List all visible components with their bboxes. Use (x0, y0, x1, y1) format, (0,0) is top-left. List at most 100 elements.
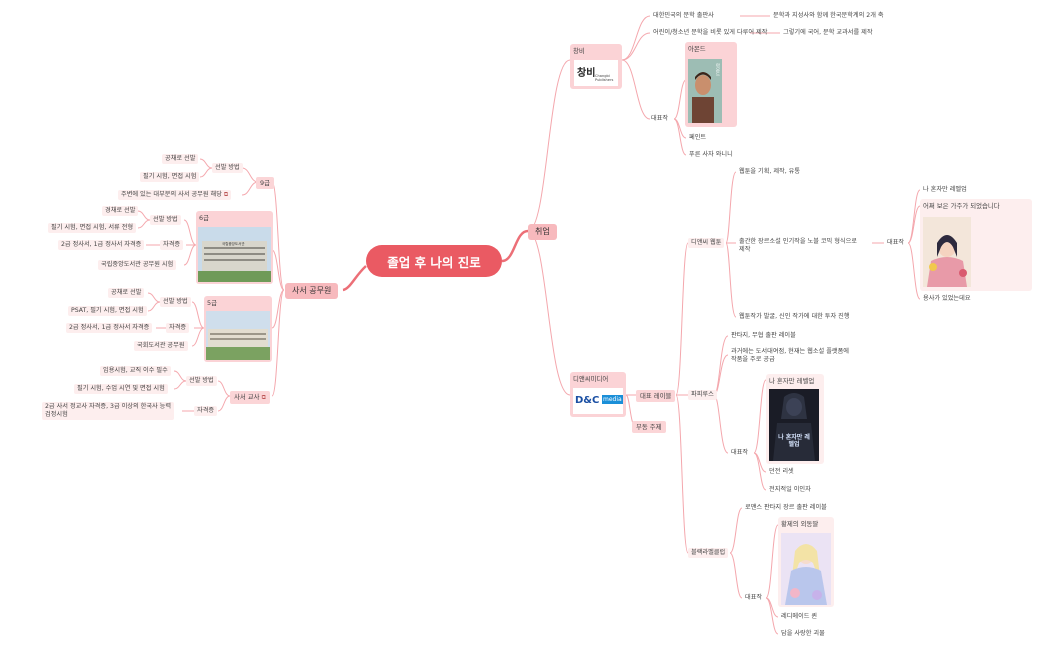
grade5-place[interactable]: 국회도서관 공무원 (134, 341, 188, 352)
grade6-card[interactable]: 6급 국립중앙도서관 (196, 211, 273, 284)
webtoon-rep2-cover-art (923, 217, 971, 287)
blacklabel-rep1-cover (781, 533, 831, 605)
teacher-qual1-line2: 검정시험 (45, 410, 68, 418)
webtoon-rep-label[interactable]: 대표작 (887, 239, 905, 246)
blacklabel-rep1-card[interactable]: 황제의 외동딸 (778, 517, 834, 607)
teacher-method1[interactable]: 임용시험, 교직 이수 필수 (100, 366, 171, 377)
almond-cover-title: 아몬드 (715, 63, 720, 77)
grade5-method[interactable]: 선발 방법 (160, 297, 191, 308)
changbi-fact2-detail[interactable]: 그렇기에 국어, 문학 교과서를 제작 (783, 29, 873, 36)
webtoon-rep2-title: 어쩌 보은 가주가 되었습니다 (923, 202, 1000, 210)
dnc-sub-branch[interactable]: 부동 주제 (632, 421, 666, 434)
webtoon-rep1[interactable]: 나 혼자만 레벨업 (923, 186, 967, 193)
grade6-qual1[interactable]: 2급 정사서, 1급 정사서 자격증 (58, 240, 145, 251)
papyrus-rep3[interactable]: 전지적일 이인자 (769, 486, 811, 493)
grade6-building-art (198, 227, 271, 282)
branch-job[interactable]: 취업 (528, 224, 557, 241)
almond-cover-art (688, 59, 722, 123)
grade6-building-photo: 국립중앙도서관 (198, 227, 271, 282)
dnc-webtoon[interactable]: 디앤씨 웹툰 (688, 238, 725, 249)
teacher-node[interactable]: 사서 교사⧉ (230, 391, 270, 404)
dnc-labels-branch[interactable]: 대표 레이블 (636, 390, 676, 403)
grade5-label: 5급 (207, 299, 217, 307)
branch-librarian[interactable]: 사서 공무원 (285, 283, 339, 300)
changbi-rep-label[interactable]: 대표작 (651, 115, 669, 122)
changbi-label: 창비 (573, 47, 585, 55)
external-link-icon[interactable]: ⧉ (223, 191, 229, 198)
grade6-method1[interactable]: 경채로 선발 (102, 206, 139, 217)
grade9-note-text: 주변에 있는 대부분의 사서 공무원 해당 (121, 191, 222, 198)
papyrus-fact2-line1: 과거에는 도서대여점, 현재는 웹소설 플랫폼에 (731, 348, 849, 355)
almond-cover: 아몬드 (688, 59, 722, 123)
grade5-building-art (206, 311, 270, 360)
teacher-method[interactable]: 선발 방법 (186, 376, 217, 387)
blacklabel-rep3[interactable]: 담을 사랑한 괴물 (781, 630, 825, 637)
changbi-logo-text: 창비 (577, 68, 596, 79)
webtoon-fact1[interactable]: 웹툰을 기획, 제작, 유통 (739, 168, 801, 175)
papyrus-rep1-title: 나 혼자만 레벨업 (769, 377, 815, 385)
grade6-method[interactable]: 선발 방법 (150, 215, 181, 226)
grade5-qual[interactable]: 자격증 (166, 323, 190, 334)
papyrus-fact2[interactable]: 과거에는 도서대여점, 현재는 웹소설 플랫폼에 작품을 주로 공급 (728, 347, 852, 365)
webtoon-rep3[interactable]: 용사가 있었는데요 (923, 295, 971, 302)
grade9-note[interactable]: 주변에 있는 대부분의 사서 공무원 해당⧉ (118, 190, 232, 201)
changbi-logo-sub: Changbi Publishers (595, 74, 614, 82)
papyrus-fact1[interactable]: 판타지, 무협 출판 레이블 (731, 332, 796, 339)
changbi-fact1[interactable]: 대한민국의 문학 출판사 (653, 12, 714, 19)
root-node[interactable]: 졸업 후 나의 진로 (366, 245, 502, 277)
webtoon-fact2-line2: 제작 (739, 245, 751, 253)
teacher-qual1-line1: 2급 사서 정교사 자격증, 3급 이상의 한국사 능력 (45, 403, 172, 410)
grade6-method2[interactable]: 필기 시험, 면접 시험, 서류 전형 (48, 223, 137, 234)
blacklabel-rep2[interactable]: 레디메이드 퀸 (781, 613, 818, 620)
changbi-fact1-detail[interactable]: 문학과 지성사와 함께 한국문학계의 2개 축 (773, 12, 884, 19)
grade5-building-photo (206, 311, 270, 360)
papyrus-rep1-card[interactable]: 나 혼자만 레벨업 나 혼자만 레벨업 (766, 374, 824, 464)
webtoon-fact2-line1: 출간한 장르소설 인기작을 노블 코믹 형식으로 (739, 238, 857, 245)
grade5-method1[interactable]: 공채로 선발 (108, 288, 145, 299)
changbi-card[interactable]: 창비 창비 Changbi Publishers (570, 44, 622, 89)
papyrus-rep1-cover: 나 혼자만 레벨업 (769, 389, 819, 461)
dnc-logo-media: media (602, 395, 623, 404)
external-link-icon[interactable]: ⧉ (261, 394, 266, 401)
blacklabel-fact1[interactable]: 로맨스 판타지 장르 출판 레이블 (745, 504, 827, 511)
grade5-card[interactable]: 5급 (204, 296, 272, 362)
papyrus-rep2[interactable]: 던전 리셋 (769, 468, 794, 475)
blacklabel-rep1-cover-art (781, 533, 831, 605)
papyrus-rep-label[interactable]: 대표작 (731, 449, 749, 456)
dnc-logo: D&C media (573, 388, 623, 414)
grade9-method2[interactable]: 필기 시험, 면접 시험 (140, 172, 200, 183)
grade6-qual[interactable]: 자격증 (160, 240, 184, 251)
dnc-papyrus[interactable]: 파피루스 (688, 390, 717, 401)
grade5-method2[interactable]: PSAT, 필기 시험, 면접 시험 (68, 306, 147, 317)
grade5-qual1[interactable]: 2급 정사서, 1급 정사서 자격증 (66, 323, 153, 334)
webtoon-fact3[interactable]: 웹툰작가 발굴, 신인 작가에 대한 투자 진행 (739, 313, 850, 320)
changbi-rep3[interactable]: 푸른 사자 와니니 (689, 151, 733, 158)
teacher-label: 사서 교사 (234, 393, 260, 401)
changbi-logo: 창비 Changbi Publishers (574, 60, 618, 86)
dnc-card[interactable]: 디앤씨미디어 D&C media (570, 372, 626, 417)
grade9-node[interactable]: 9급 (256, 177, 274, 190)
dnc-blacklabel[interactable]: 블랙라벨클럽 (688, 548, 729, 559)
dnc-label: 디앤씨미디어 (573, 375, 609, 383)
blacklabel-rep-label[interactable]: 대표작 (745, 594, 763, 601)
almond-title: 아몬드 (688, 45, 706, 53)
teacher-qual1[interactable]: 2급 사서 정교사 자격증, 3급 이상의 한국사 능력 검정시험 (42, 402, 175, 420)
blacklabel-rep1-title: 황제의 외동딸 (781, 520, 819, 528)
grade9-method[interactable]: 선발 방법 (212, 163, 243, 174)
changbi-fact2[interactable]: 어린이/청소년 문학을 비롯 있게 다루어 제작 (653, 29, 768, 36)
papyrus-rep1-cover-title: 나 혼자만 레벨업 (778, 434, 810, 448)
teacher-method2[interactable]: 필기 시험, 수업 시연 및 면접 시험 (74, 384, 168, 395)
webtoon-fact2[interactable]: 출간한 장르소설 인기작을 노블 코믹 형식으로 제작 (736, 237, 860, 255)
grade9-method1[interactable]: 공채로 선발 (162, 154, 199, 165)
papyrus-rep1-cover-art (769, 389, 819, 461)
changbi-rep2[interactable]: 페인트 (689, 134, 707, 141)
grade6-building-sign: 국립중앙도서관 (222, 242, 245, 246)
dnc-logo-dc: D&C (575, 395, 600, 406)
teacher-qual[interactable]: 자격증 (194, 406, 218, 417)
grade6-label: 6급 (199, 214, 209, 222)
webtoon-rep2-card[interactable]: 어쩌 보은 가주가 되었습니다 (920, 199, 1032, 291)
almond-card[interactable]: 아몬드 아몬드 (685, 42, 737, 127)
grade6-place[interactable]: 국립중앙도서관 공무원 시험 (98, 260, 177, 271)
webtoon-rep2-cover (923, 217, 971, 287)
